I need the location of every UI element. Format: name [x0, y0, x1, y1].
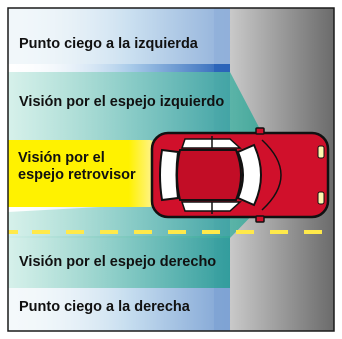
rearview-mirror-label: Visión por el espejo retrovisor: [18, 150, 136, 183]
right-blind-zone: [8, 288, 230, 331]
rearview-mirror-view-zone: [8, 140, 150, 207]
left-mirror-view-zone: [8, 72, 262, 142]
diagram-frame: [7, 7, 335, 332]
left-blind-zone: [8, 8, 230, 64]
right-mirror-view-band: [8, 236, 230, 288]
left-mirror-view-label: Visión por el espejo izquierdo: [19, 94, 225, 110]
right-blind-spot-label: Punto ciego a la derecha: [19, 299, 190, 315]
lane-divider: [8, 230, 322, 234]
car-top-view: [150, 127, 330, 223]
right-mirror-view-label: Visión por el espejo derecho: [19, 254, 217, 270]
left-blind-spot-label: Punto ciego a la izquierda: [19, 36, 198, 52]
